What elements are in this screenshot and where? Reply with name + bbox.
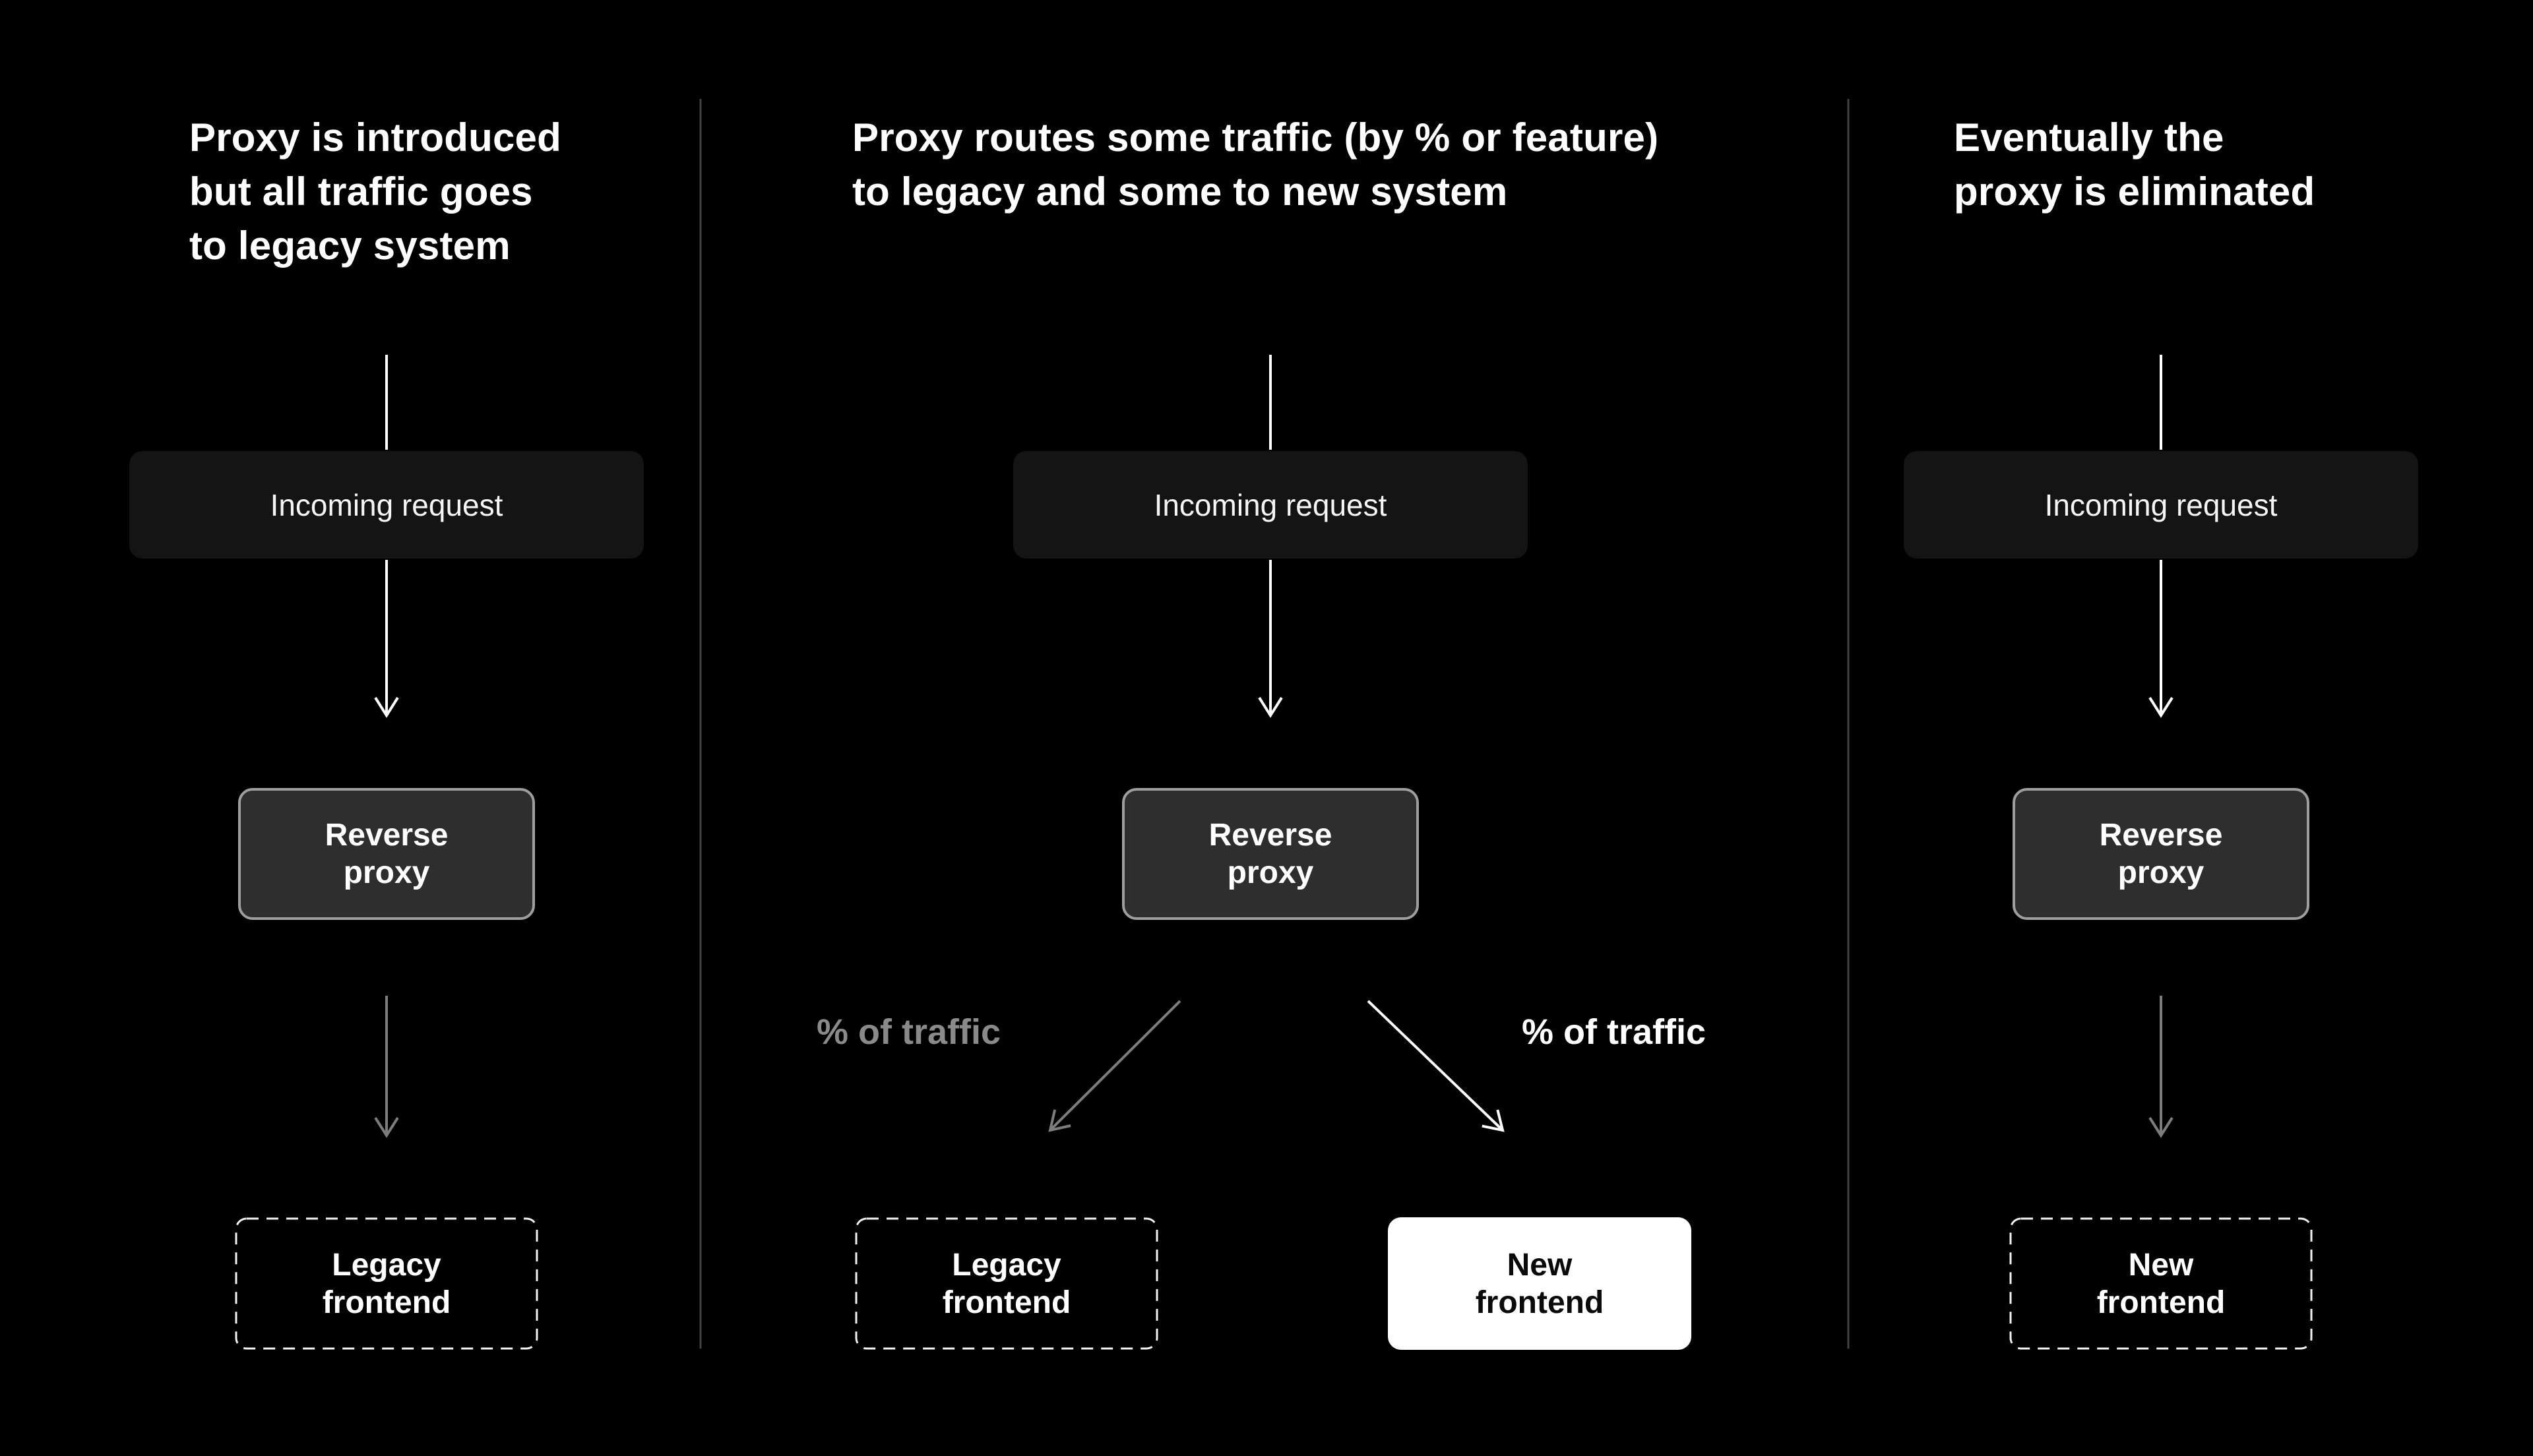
incoming-request-box: Incoming request	[129, 451, 644, 559]
traffic-percent-label-left: % of traffic	[817, 1012, 1001, 1052]
traffic-percent-label-right: % of traffic	[1522, 1012, 1706, 1052]
legacy-frontend-box: Legacy frontend	[855, 1217, 1158, 1350]
panel-title-proxy-introduced: Proxy is introduced but all traffic goes…	[189, 115, 561, 268]
dashed-border-rect	[235, 1217, 538, 1350]
dashed-border	[2009, 1217, 2313, 1350]
dashed-border-rect	[2009, 1217, 2313, 1350]
legacy-frontend-label: Legacy frontend	[322, 1247, 451, 1320]
incoming-request-label: Incoming request	[270, 487, 503, 522]
arrow-p2-proxy-to-new	[1367, 1000, 1505, 1132]
incoming-request-box: Incoming request	[1904, 451, 2418, 559]
reverse-proxy-label: Reverse proxy	[1208, 818, 1332, 890]
reverse-proxy-box: Reverse proxy	[1122, 788, 1419, 920]
reverse-proxy-label: Reverse proxy	[325, 818, 449, 890]
arrow-p2-proxy-to-legacy	[1048, 1000, 1181, 1132]
reverse-proxy-box: Reverse proxy	[238, 788, 535, 920]
new-frontend-label: New frontend	[2096, 1247, 2226, 1320]
panel-title-proxy-eliminated: Eventually the proxy is eliminated	[1954, 115, 2315, 214]
reverse-proxy-label: Reverse proxy	[2099, 818, 2223, 890]
legacy-frontend-box: Legacy frontend	[235, 1217, 538, 1350]
new-frontend-label: New frontend	[1475, 1247, 1604, 1320]
reverse-proxy-box: Reverse proxy	[2013, 788, 2309, 920]
new-frontend-box: New frontend	[2009, 1217, 2313, 1350]
panel-title-proxy-routes-traffic: Proxy routes some traffic (by % or featu…	[852, 115, 1659, 214]
legacy-frontend-label: Legacy frontend	[942, 1247, 1071, 1320]
new-frontend-box: New frontend	[1388, 1217, 1691, 1350]
dashed-border	[235, 1217, 538, 1350]
dashed-border	[855, 1217, 1158, 1350]
incoming-request-box: Incoming request	[1013, 451, 1528, 559]
incoming-request-label: Incoming request	[1154, 487, 1387, 522]
incoming-request-label: Incoming request	[2044, 487, 2278, 522]
dashed-border-rect	[855, 1217, 1158, 1350]
